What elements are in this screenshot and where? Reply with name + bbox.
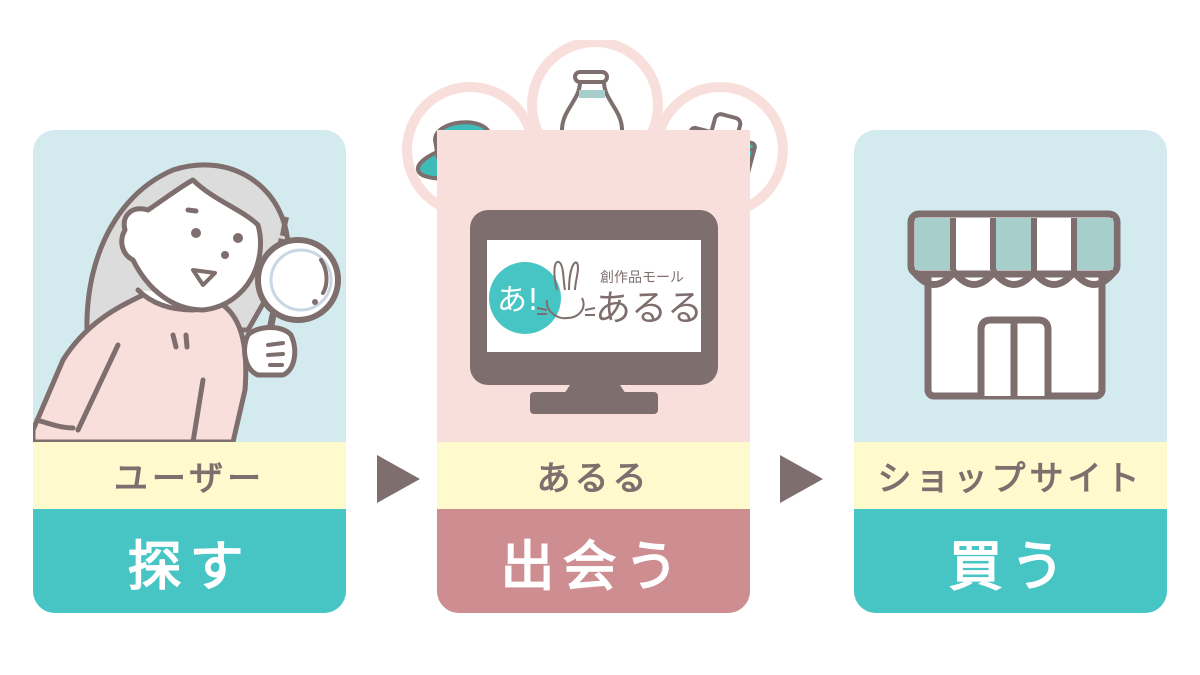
storefront-illustration (854, 130, 1167, 442)
step-user-card: ! ユーザー 探す (33, 130, 346, 613)
arrow-right-icon (377, 455, 420, 503)
role-label-aruru: あるる (437, 442, 750, 509)
action-label-search: 探す (33, 509, 346, 613)
step-shop-card: ショップサイト 買う (854, 130, 1167, 613)
storefront-icon (907, 210, 1121, 400)
role-label-shop-site: ショップサイト (854, 442, 1167, 509)
action-label-meet: 出会う (437, 509, 750, 613)
arrow-right-icon (780, 455, 823, 503)
woman-searching-illustration: ! (33, 130, 346, 442)
action-label-buy: 買う (854, 509, 1167, 613)
svg-text:あ!: あ! (497, 283, 539, 318)
svg-text:あるる: あるる (595, 288, 703, 329)
svg-text:創作品モール: 創作品モール (600, 270, 684, 286)
rabbit-icon (536, 260, 596, 320)
step-aruru-card: あ! 創作品モール あるる あるる 出会う (437, 130, 750, 613)
monitor-illustration: あ! 創作品モール あるる (437, 130, 750, 442)
role-label-user: ユーザー (33, 442, 346, 509)
